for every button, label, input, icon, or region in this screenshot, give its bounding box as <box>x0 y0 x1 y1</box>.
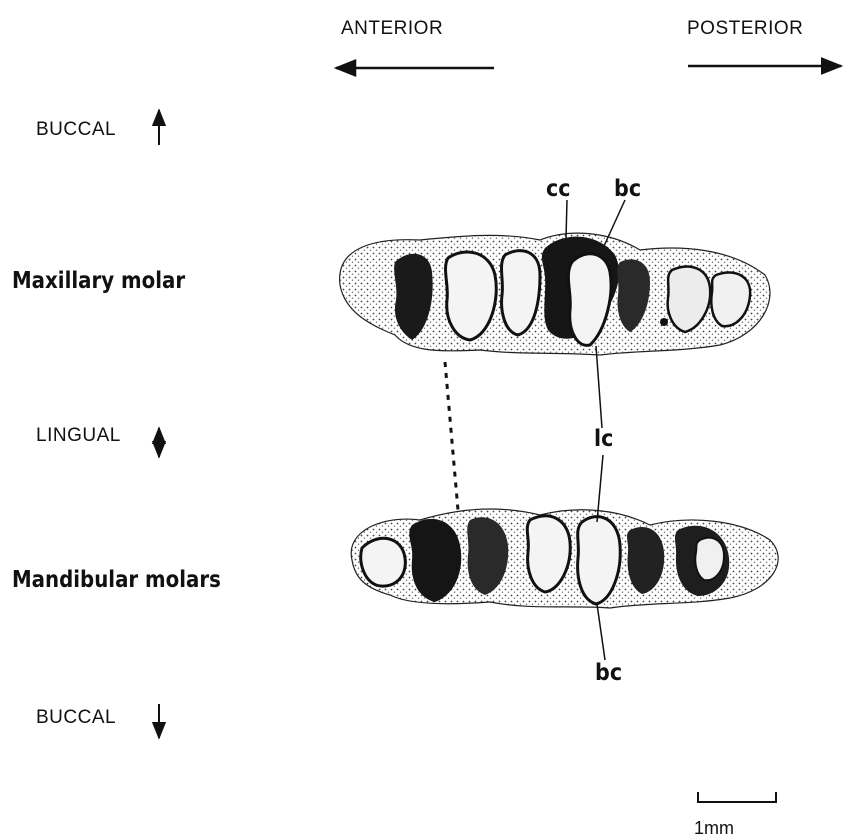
maxillary-molar-drawing <box>340 233 770 355</box>
mandibular-cusp-1 <box>361 538 406 586</box>
lc-leader-upper <box>596 346 602 428</box>
maxillary-dot <box>660 318 668 326</box>
mandibular-cusp-8 <box>695 538 724 581</box>
mandibular-molars-drawing <box>351 509 778 608</box>
bc-lower-leader <box>597 604 605 660</box>
scale-bar <box>698 792 776 802</box>
cc-leader <box>566 200 567 238</box>
occlusion-dotted-line <box>445 362 458 510</box>
